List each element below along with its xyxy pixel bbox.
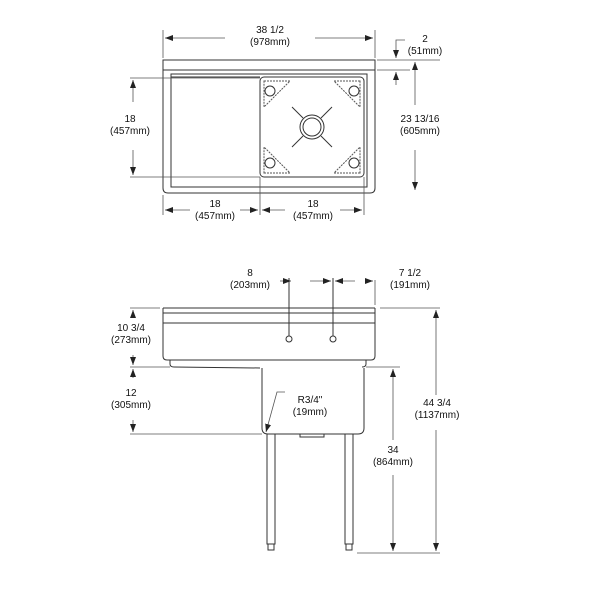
dim-imperial: 18: [307, 199, 319, 210]
dim-imperial: 18: [209, 199, 221, 210]
dim-metric: (191mm): [389, 280, 430, 291]
top-view: [130, 30, 440, 215]
dim-imperial: 18: [124, 114, 136, 125]
dim-metric: (457mm): [194, 211, 235, 222]
backsplash-dim: 2 (51mm): [400, 34, 450, 58]
dim-metric: (203mm): [229, 280, 270, 291]
faucet-offset-dim: 7 1/2 (191mm): [380, 268, 440, 292]
dim-metric: (457mm): [292, 211, 333, 222]
rim-height-dim: 34 (864mm): [365, 445, 421, 469]
dim-imperial: 7 1/2: [398, 268, 422, 279]
front-view: [130, 278, 440, 554]
overall-depth-dim: 23 13/16 (605mm): [385, 114, 455, 138]
bowl-width-dim: 18 (457mm): [283, 199, 343, 223]
dim-metric: (457mm): [109, 126, 150, 137]
dim-imperial: 2: [422, 34, 428, 45]
bowl-depth-dim: 18 (457mm): [100, 114, 160, 138]
dim-metric: (1137mm): [414, 410, 460, 421]
bowl-height-dim: 12 (305mm): [100, 388, 162, 412]
dim-metric: (978mm): [249, 37, 290, 48]
dim-imperial: 12: [125, 388, 137, 399]
overall-width-dim: 38 1/2 (978mm): [230, 25, 310, 49]
dim-imperial: 38 1/2: [256, 25, 284, 36]
dim-metric: (864mm): [372, 457, 413, 468]
dim-imperial: R3/4": [297, 395, 323, 406]
drainboard-width-dim: 18 (457mm): [185, 199, 245, 223]
dim-metric: (273mm): [110, 335, 151, 346]
dim-imperial: 8: [247, 268, 253, 279]
dim-metric: (51mm): [407, 46, 443, 57]
dim-imperial: 34: [387, 445, 399, 456]
faucet-spacing-dim: 8 (203mm): [220, 268, 280, 292]
dim-imperial: 44 3/4: [423, 398, 451, 409]
dim-metric: (605mm): [399, 126, 440, 137]
dim-metric: (19mm): [292, 407, 328, 418]
dim-metric: (305mm): [110, 400, 151, 411]
dim-imperial: 23 13/16: [400, 114, 440, 125]
overall-height-dim: 44 3/4 (1137mm): [405, 398, 469, 422]
backsplash-height-dim: 10 3/4 (273mm): [100, 323, 162, 347]
dim-imperial: 10 3/4: [117, 323, 145, 334]
corner-radius-dim: R3/4" (19mm): [285, 395, 335, 419]
